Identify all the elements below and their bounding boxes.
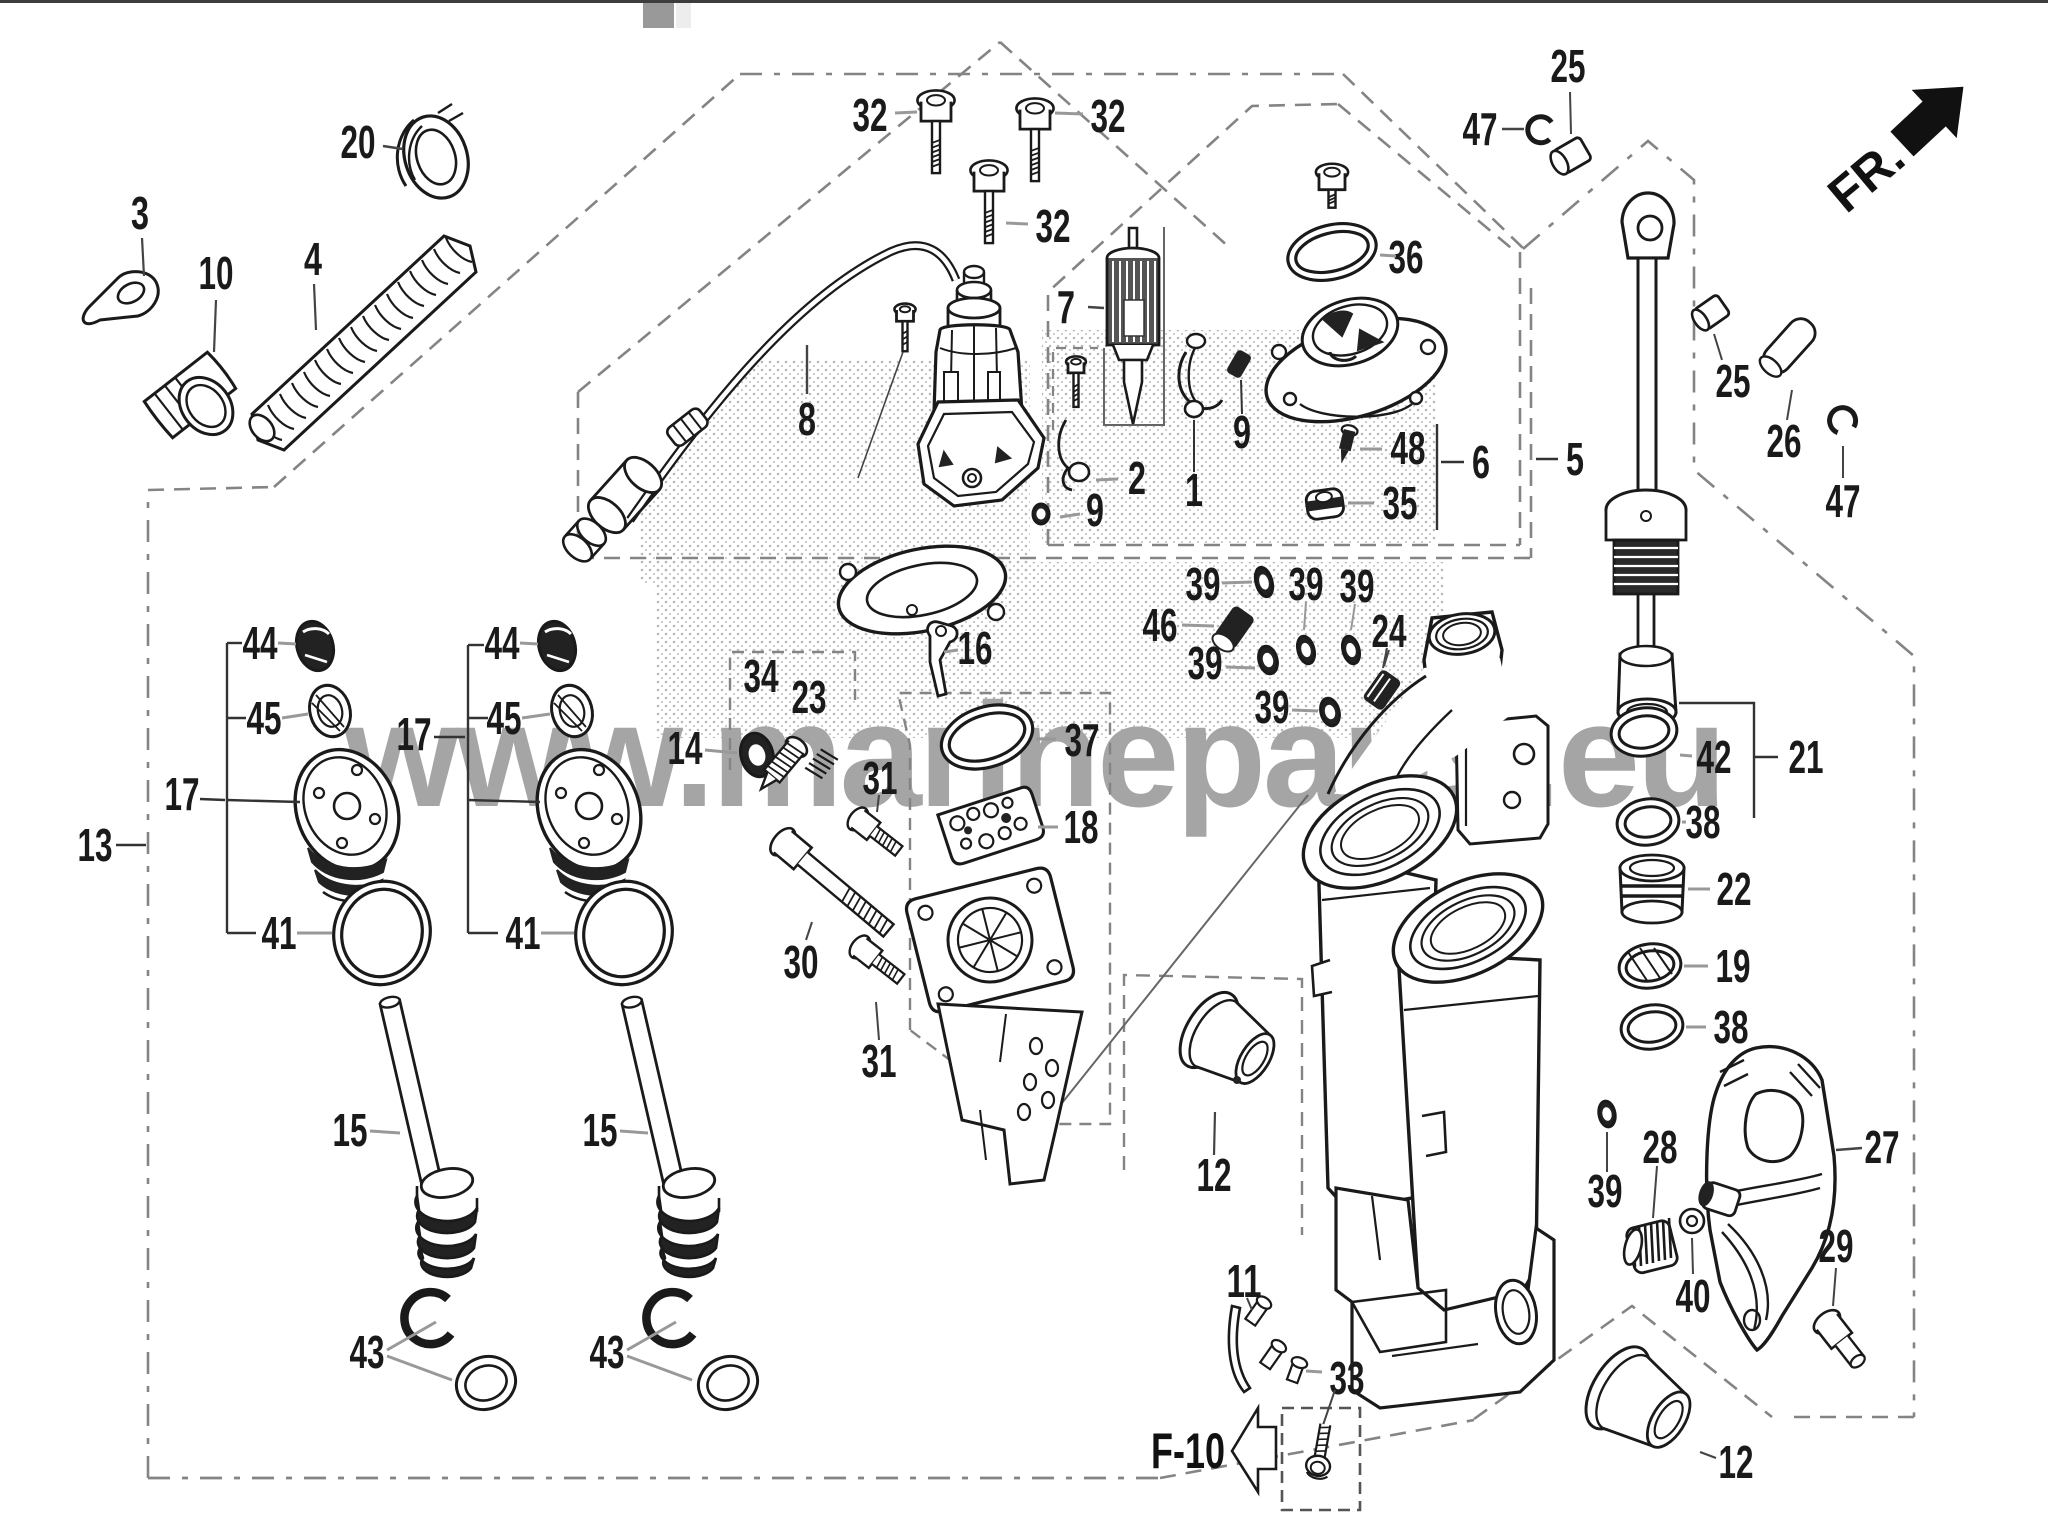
svg-text:24: 24: [1372, 605, 1407, 657]
svg-text:30: 30: [784, 936, 819, 988]
svg-text:38: 38: [1686, 796, 1721, 848]
svg-text:12: 12: [1719, 1436, 1754, 1488]
svg-text:34: 34: [744, 650, 779, 702]
svg-text:42: 42: [1697, 731, 1732, 783]
svg-text:20: 20: [341, 116, 376, 168]
svg-text:35: 35: [1383, 477, 1418, 529]
svg-text:31: 31: [862, 1035, 897, 1087]
svg-text:38: 38: [1714, 1001, 1749, 1053]
svg-text:45: 45: [487, 692, 522, 744]
svg-text:7: 7: [1057, 281, 1075, 333]
svg-text:9: 9: [1233, 406, 1251, 458]
svg-text:40: 40: [1676, 1270, 1711, 1322]
svg-text:32: 32: [853, 89, 888, 141]
svg-text:47: 47: [1826, 475, 1861, 527]
svg-text:2: 2: [1128, 452, 1146, 504]
svg-text:48: 48: [1391, 422, 1426, 474]
svg-text:39: 39: [1340, 560, 1375, 612]
svg-text:44: 44: [243, 617, 278, 669]
svg-text:47: 47: [1463, 103, 1498, 155]
svg-text:9: 9: [1086, 484, 1104, 536]
svg-text:16: 16: [958, 622, 993, 674]
svg-text:43: 43: [590, 1326, 625, 1378]
svg-text:39: 39: [1255, 681, 1290, 733]
svg-text:39: 39: [1289, 558, 1324, 610]
svg-text:29: 29: [1819, 1220, 1854, 1272]
svg-text:32: 32: [1091, 90, 1126, 142]
svg-text:25: 25: [1551, 40, 1586, 92]
svg-text:19: 19: [1716, 940, 1751, 992]
svg-text:28: 28: [1643, 1121, 1678, 1173]
svg-text:39: 39: [1186, 558, 1221, 610]
svg-text:37: 37: [1065, 714, 1100, 766]
svg-text:15: 15: [333, 1104, 368, 1156]
svg-text:39: 39: [1188, 637, 1223, 689]
svg-text:33: 33: [1330, 1352, 1365, 1404]
svg-text:11: 11: [1227, 1255, 1262, 1307]
svg-text:15: 15: [583, 1104, 618, 1156]
svg-text:1: 1: [1185, 464, 1203, 516]
svg-text:32: 32: [1036, 200, 1071, 252]
svg-text:10: 10: [199, 247, 234, 299]
svg-text:23: 23: [792, 671, 827, 723]
svg-text:18: 18: [1064, 801, 1099, 853]
svg-text:5: 5: [1566, 433, 1584, 485]
svg-text:F-10: F-10: [1151, 1423, 1225, 1479]
svg-text:27: 27: [1865, 1121, 1900, 1173]
svg-text:22: 22: [1717, 863, 1752, 915]
svg-text:41: 41: [262, 907, 297, 959]
svg-text:44: 44: [485, 617, 520, 669]
svg-text:8: 8: [798, 393, 816, 445]
svg-text:12: 12: [1197, 1149, 1232, 1201]
svg-text:14: 14: [668, 722, 703, 774]
svg-text:39: 39: [1588, 1165, 1623, 1217]
svg-text:43: 43: [350, 1326, 385, 1378]
svg-text:17: 17: [397, 708, 432, 760]
svg-text:25: 25: [1716, 355, 1751, 407]
svg-text:26: 26: [1767, 415, 1802, 467]
svg-text:41: 41: [506, 907, 541, 959]
svg-text:46: 46: [1143, 599, 1178, 651]
svg-text:31: 31: [863, 752, 898, 804]
svg-text:45: 45: [247, 692, 282, 744]
svg-text:13: 13: [78, 819, 113, 871]
svg-text:4: 4: [304, 233, 322, 285]
svg-text:6: 6: [1472, 436, 1490, 488]
svg-text:3: 3: [131, 187, 149, 239]
svg-text:17: 17: [165, 768, 200, 820]
svg-text:21: 21: [1789, 731, 1824, 783]
